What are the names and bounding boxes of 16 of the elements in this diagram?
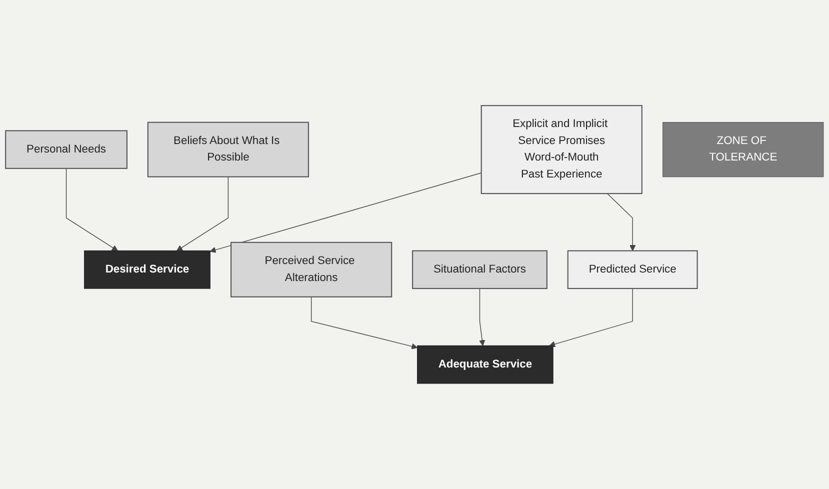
node-box: Beliefs About What Is Possible: [147, 122, 309, 178]
arrow: [606, 193, 636, 252]
arrow: [210, 172, 482, 253]
node-box: Situational Factors: [412, 250, 548, 289]
node-box: Desired Service: [84, 250, 210, 289]
arrow: [66, 168, 118, 252]
arrow: [479, 288, 486, 346]
node-box: Perceived Service Alterations: [230, 242, 392, 298]
node-box: Personal Needs: [5, 130, 128, 169]
arrow: [310, 296, 418, 350]
node-box: Adequate Service: [417, 345, 554, 384]
arrow: [176, 176, 229, 252]
node-box: ZONE OF TOLERANCE: [662, 122, 824, 178]
node-box: Explicit and Implicit Service Promises Word-of-Mouth Past Experience: [480, 105, 642, 194]
node-box: Predicted Service: [567, 250, 698, 289]
arrow: [549, 288, 633, 348]
